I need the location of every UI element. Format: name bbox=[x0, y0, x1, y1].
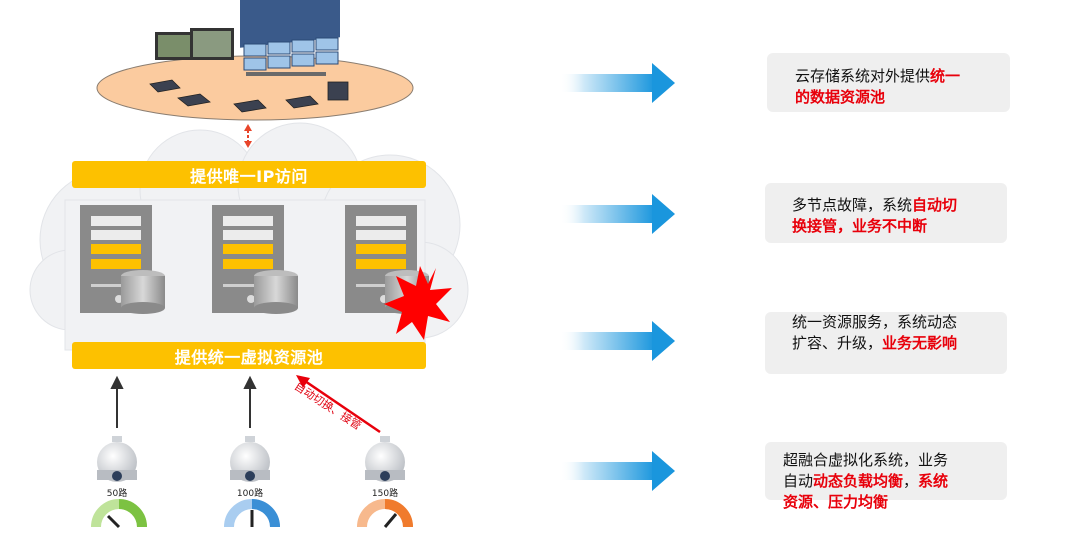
flow-arrow-2-icon bbox=[560, 194, 675, 234]
unique-ip-banner: 提供唯一IP访问 bbox=[72, 161, 426, 188]
gauge-1-icon bbox=[91, 499, 147, 529]
feature-box-1: 云存储系统对外提供统一 的数据资源池 bbox=[767, 53, 1010, 112]
virtual-pool-banner: 提供统一虚拟资源池 bbox=[72, 342, 426, 369]
feature-2-highlight: 自动切 bbox=[912, 196, 958, 214]
camera-1-icon bbox=[97, 436, 137, 482]
server-node-2 bbox=[212, 205, 298, 314]
camera-3-label: 150路 bbox=[371, 489, 399, 499]
feature-1-highlight: 统一 bbox=[930, 67, 961, 85]
recorder-device-icon bbox=[149, 79, 349, 113]
camera-2-icon bbox=[230, 436, 270, 482]
flow-arrow-4-icon bbox=[560, 451, 675, 491]
failover-arrow bbox=[296, 375, 381, 434]
camera-3-icon bbox=[365, 436, 405, 482]
feature-4-text: 超融合虚拟化系统，业务 bbox=[783, 451, 949, 469]
feature-1-text: 云存储系统对外提供 bbox=[795, 67, 931, 85]
flow-arrow-1-icon bbox=[560, 63, 675, 103]
flow-arrow-3-icon bbox=[560, 321, 675, 361]
feature-3-text: 统一资源服务，系统动态 bbox=[792, 313, 958, 331]
feature-1-highlight-2: 的数据资源池 bbox=[795, 88, 886, 106]
virtual-pool-banner-text: 提供统一虚拟资源池 bbox=[174, 347, 324, 367]
feature-2-text: 多节点故障，系统 bbox=[792, 196, 913, 214]
feature-box-4: 超融合虚拟化系统，业务 自动动态负载均衡，系统 资源、压力均衡 bbox=[765, 442, 1007, 511]
feature-3-highlight: 业务无影响 bbox=[882, 334, 958, 352]
feature-4-highlight-2: 系统 bbox=[918, 472, 949, 490]
feature-3-text-2: 扩容、升级， bbox=[792, 334, 883, 352]
feature-box-2: 多节点故障，系统自动切 换接管，业务不中断 bbox=[765, 183, 1007, 243]
gauge-3-icon bbox=[357, 499, 413, 528]
feature-box-3: 统一资源服务，系统动态 扩容、升级，业务无影响 bbox=[765, 312, 1007, 374]
gauge-2-icon bbox=[224, 499, 280, 528]
feature-4-highlight-3: 资源、压力均衡 bbox=[783, 493, 889, 511]
monitoring-platform bbox=[96, 0, 414, 121]
feature-4-highlight: 动态负载均衡 bbox=[813, 472, 904, 490]
camera-uplink-arrows bbox=[110, 375, 257, 428]
platform-link-arrow bbox=[244, 124, 252, 148]
unique-ip-banner-text: 提供唯一IP访问 bbox=[190, 166, 308, 186]
feature-4-comma: ， bbox=[903, 472, 919, 490]
server-node-1 bbox=[80, 205, 165, 314]
monitor-icon bbox=[155, 28, 234, 60]
failure-burst-icon bbox=[384, 266, 452, 340]
video-wall-icon bbox=[240, 0, 340, 76]
camera-1-label: 50路 bbox=[106, 489, 128, 499]
feature-4-text-2: 自动 bbox=[783, 472, 814, 490]
camera-2-label: 100路 bbox=[236, 489, 264, 499]
feature-2-highlight-2: 换接管，业务不中断 bbox=[792, 217, 928, 235]
